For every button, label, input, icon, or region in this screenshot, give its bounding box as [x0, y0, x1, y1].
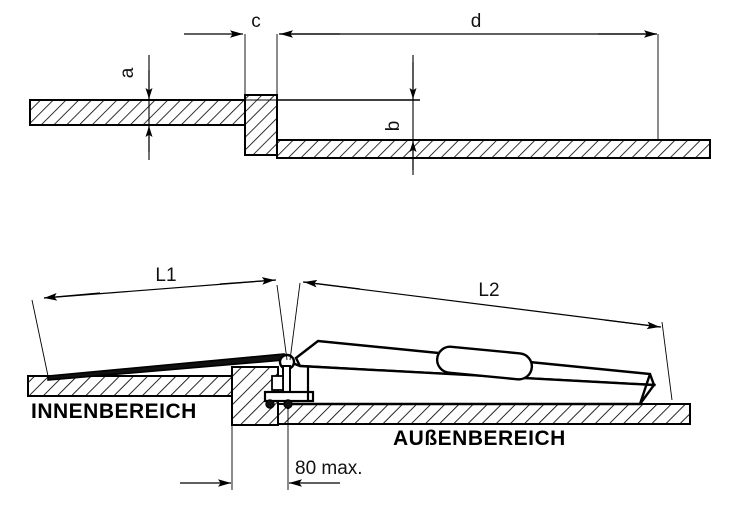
- lower-outer-floor-slab: [277, 403, 691, 425]
- zone-label-aussenbereich: AUßENBEREICH: [393, 427, 566, 450]
- outer-ramp-L2: [286, 339, 657, 406]
- dimension-label-b: b: [383, 121, 404, 132]
- dimension-L2: L2: [289, 279, 673, 401]
- hinge-pivot-assembly: [263, 353, 315, 409]
- zone-label-innenbereich: INNENBEREICH: [31, 400, 197, 423]
- ramp-handle-slot: [435, 345, 534, 381]
- dimension-d: d: [279, 11, 657, 38]
- extension-line-L2-right: [661, 321, 673, 401]
- lower-assembly-view: L1 L2 80 max. INNENBEREICH AUßEN: [27, 265, 691, 490]
- outer-floor-slab: [276, 139, 711, 159]
- dimension-c: c: [184, 11, 261, 38]
- inner-floor-slab: [29, 99, 246, 126]
- dimension-a: a: [117, 55, 153, 160]
- dimension-label-L2: L2: [478, 280, 499, 301]
- extension-line-L1-right: [276, 284, 288, 361]
- dimension-b: b: [383, 55, 417, 175]
- upper-section-view: c d a b: [29, 11, 711, 175]
- anchor-bolt-head-icon-2: [265, 399, 275, 409]
- dimension-label-80-max: 80 max.: [295, 458, 363, 479]
- extension-line-L2-left: [289, 282, 301, 361]
- dimension-label-a: a: [117, 67, 138, 78]
- threshold-step-block: [244, 94, 278, 156]
- dimension-label-c: c: [251, 11, 261, 32]
- dimension-L1: L1: [31, 265, 288, 377]
- dimension-label-L1: L1: [155, 265, 176, 286]
- hinge-bracket: [271, 375, 284, 391]
- anchor-bolt-head-icon: [283, 399, 293, 409]
- extension-line-L1-left: [31, 299, 49, 377]
- dimension-label-d: d: [471, 11, 482, 32]
- dimension-80-max: 80 max.: [180, 409, 363, 490]
- hinge-post: [282, 365, 291, 395]
